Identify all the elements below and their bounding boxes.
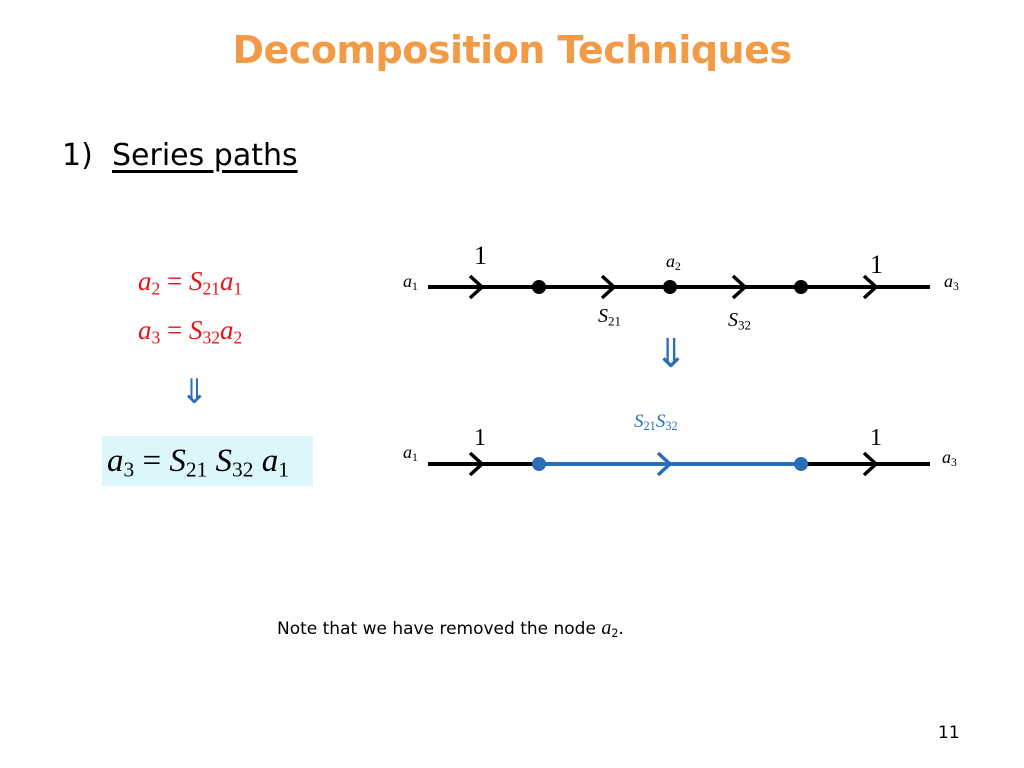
- branch-arrow-icon: [731, 274, 748, 300]
- list-item-series-paths: 1) Series paths: [62, 138, 298, 173]
- note-text: Note that we have removed the node a2.: [277, 617, 624, 640]
- node-dot: [794, 457, 808, 471]
- top-right-gain-label: 1: [870, 250, 883, 279]
- branch-arrow-icon: [468, 274, 485, 300]
- node-dot: [532, 280, 546, 294]
- equation-a3: a3 = S32a2: [138, 315, 243, 348]
- s32-label: S32: [728, 309, 751, 333]
- combined-gain-label: S21S32: [634, 411, 678, 434]
- branch-arrow-icon: [656, 451, 673, 477]
- bottom-left-gain-label: 1: [474, 425, 486, 451]
- page-number: 11: [938, 723, 960, 743]
- slide-title: Decomposition Techniques: [232, 28, 792, 72]
- top-graph: [428, 274, 930, 300]
- top-node-a1-label: a1: [403, 271, 418, 293]
- equation-a2: a2 = S21a1: [138, 266, 243, 299]
- node-dot: [794, 280, 808, 294]
- bottom-graph: [428, 451, 930, 477]
- bottom-right-gain-label: 1: [870, 425, 882, 451]
- top-node-a2-label: a2: [666, 251, 681, 273]
- branch-arrow-icon: [862, 274, 879, 300]
- top-node-a3-label: a3: [944, 271, 959, 293]
- item-number: 1): [62, 138, 93, 173]
- branch-arrow-icon: [600, 274, 617, 300]
- branch-arrow-icon: [468, 451, 485, 477]
- node-dot: [663, 280, 677, 294]
- top-left-gain-label: 1: [474, 241, 487, 270]
- s21-label: S21: [598, 305, 621, 329]
- node-dot: [532, 457, 546, 471]
- branch-arrow-icon: [862, 451, 879, 477]
- bottom-node-a3-label: a3: [942, 447, 957, 469]
- result-equation-box: a3 = S21 S32 a1: [102, 436, 313, 486]
- item-text: Series paths: [112, 138, 298, 173]
- down-arrow-icon: ⇓: [654, 331, 688, 377]
- bottom-node-a1-label: a1: [403, 442, 418, 464]
- implies-arrow-icon: ⇓: [180, 372, 209, 412]
